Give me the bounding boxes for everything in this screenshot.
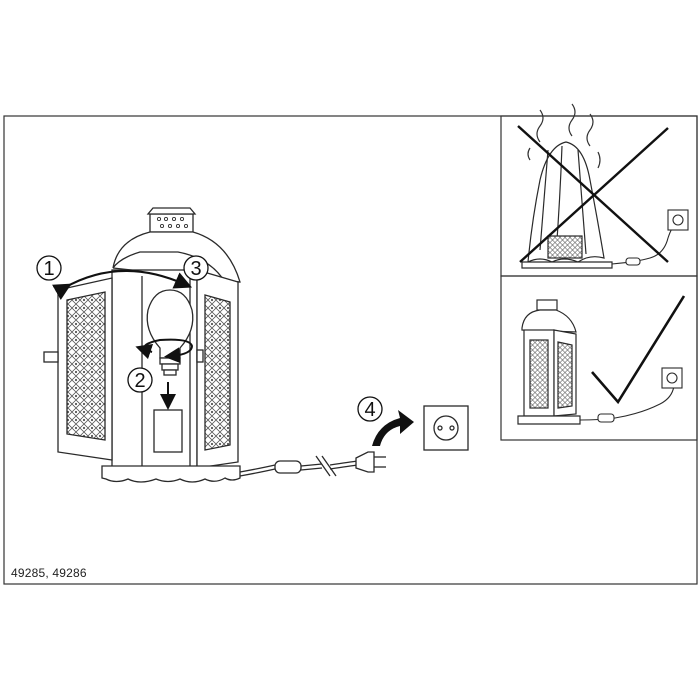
wrong-panel-socket-icon bbox=[667, 209, 689, 231]
power-cable bbox=[239, 455, 359, 477]
step-3-number: 3 bbox=[190, 258, 201, 280]
step-2-badge bbox=[127, 367, 153, 393]
cross-mark-icon bbox=[517, 125, 669, 263]
model-code: 49285, 49286 bbox=[11, 566, 87, 580]
right-panel-socket-icon bbox=[661, 367, 683, 389]
power-plug-icon bbox=[355, 451, 386, 473]
panel-right-border bbox=[500, 275, 698, 441]
step-1-number: 1 bbox=[43, 258, 54, 280]
step-4-number: 4 bbox=[364, 399, 375, 421]
step-1-badge bbox=[36, 255, 62, 281]
plug-in-arrow-icon bbox=[372, 410, 414, 446]
cable-switch bbox=[274, 460, 302, 474]
correct-lamp-icon bbox=[517, 299, 581, 425]
lantern-base bbox=[101, 465, 241, 483]
wall-socket-icon bbox=[423, 405, 469, 451]
door-latch bbox=[43, 351, 59, 363]
heat-waves-icon bbox=[527, 103, 601, 169]
check-mark-icon bbox=[591, 295, 686, 405]
lamp-socket bbox=[153, 409, 183, 453]
step-2-number: 2 bbox=[134, 370, 145, 392]
covered-lamp-icon bbox=[521, 141, 613, 269]
step-3-badge bbox=[183, 255, 209, 281]
rotate-bulb-arrow-icon bbox=[135, 338, 194, 364]
right-panel-cable bbox=[579, 385, 675, 423]
wrong-panel-cable bbox=[611, 223, 677, 266]
chimney-holes-icon bbox=[156, 216, 189, 229]
step-4-badge bbox=[357, 396, 383, 422]
lantern-chimney bbox=[149, 213, 194, 233]
door-arrow-icon bbox=[51, 269, 193, 301]
lantern-main bbox=[43, 207, 241, 483]
